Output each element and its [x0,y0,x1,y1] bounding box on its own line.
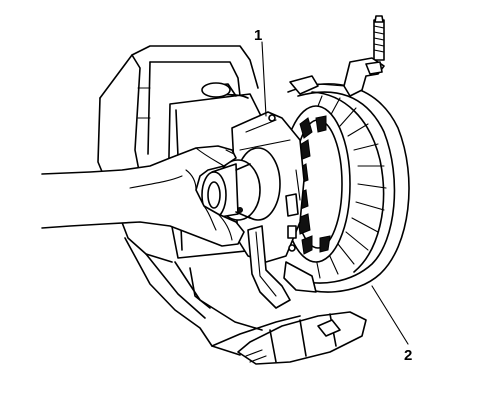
callout-label-2: 2 [404,347,412,364]
technician-hand [41,145,245,247]
callout-1: 1 [254,27,267,117]
hvac-case [97,45,301,356]
callout-2: 2 [371,285,412,364]
callout-label-1: 1 [254,27,262,44]
motor-wire-harness [247,225,291,309]
lower-connector [237,311,367,365]
upper-connector-bolt [289,15,385,97]
